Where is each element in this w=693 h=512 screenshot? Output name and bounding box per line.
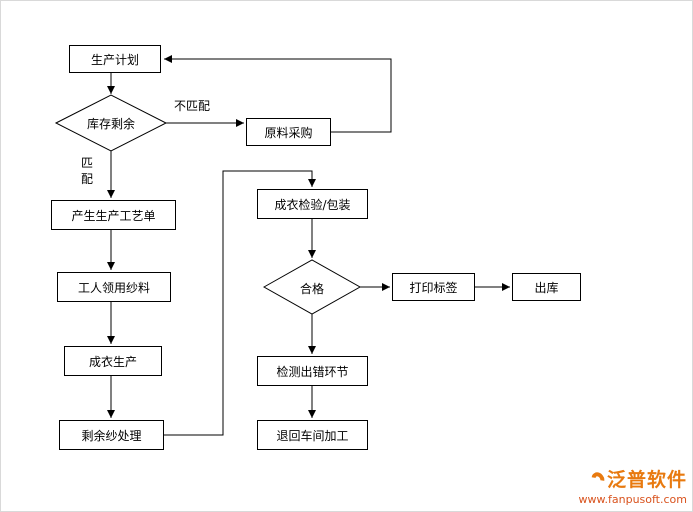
watermark: 泛普软件 www.fanpusoft.com (553, 465, 687, 506)
node-leftover-yarn: 剩余纱处理 (59, 420, 164, 450)
decision-inventory-shape (54, 94, 168, 152)
edge-label-match: 匹 配 (81, 156, 94, 186)
node-outbound: 出库 (512, 273, 581, 301)
fanpu-logo-icon (589, 469, 607, 488)
decision-qualified-label: 合格 (299, 282, 324, 296)
connector-purchase-to-plan (164, 55, 392, 133)
node-return-workshop: 退回车间加工 (257, 420, 368, 450)
decision-inventory-label: 库存剩余 (86, 117, 135, 131)
node-inspection-packaging: 成衣检验/包装 (257, 189, 368, 219)
connector-leftover-to-inspection (164, 170, 316, 436)
watermark-url: www.fanpusoft.com (578, 493, 687, 506)
node-print-label: 打印标签 (392, 273, 475, 301)
watermark-brand-row: 泛普软件 (553, 465, 687, 492)
decision-qualified-shape (262, 259, 362, 315)
node-raw-material-purchase: 原料采购 (246, 118, 331, 146)
node-garment-production: 成衣生产 (64, 346, 162, 376)
node-receive-yarn: 工人领用纱料 (57, 272, 171, 302)
edge-label-not-match: 不匹配 (174, 99, 211, 113)
watermark-brand: 泛普软件 (606, 469, 687, 491)
node-production-plan: 生产计划 (69, 45, 161, 73)
node-process-sheet: 产生生产工艺单 (51, 200, 176, 230)
node-error-detection: 检测出错环节 (257, 356, 368, 386)
